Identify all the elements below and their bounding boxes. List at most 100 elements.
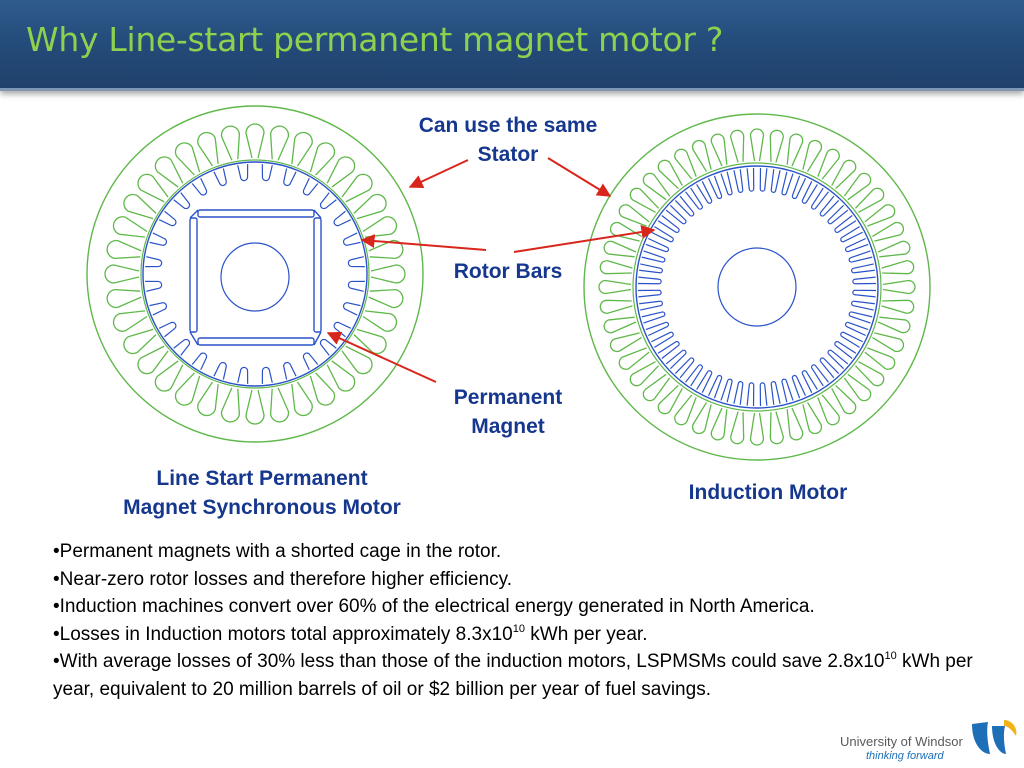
im-rotor-bar	[851, 263, 875, 274]
lspm-stator-slot	[154, 156, 184, 188]
im-stator-slot	[882, 279, 916, 295]
im-stator-slot	[854, 361, 885, 387]
lspm-stator-slot	[291, 131, 313, 167]
im-rotor-bar	[696, 370, 713, 393]
im-stator-slot	[642, 373, 671, 402]
im-rotor-bar	[639, 300, 663, 311]
im-stator-slot	[749, 412, 765, 446]
im-stator-slot	[802, 402, 823, 435]
induction-motor	[583, 113, 931, 461]
lspm-stator-slot	[106, 239, 142, 260]
lspm-stator-slot	[368, 288, 404, 309]
lspm-rotor-bar	[302, 352, 319, 371]
lspm-rotor-bar	[213, 361, 227, 380]
arrow-magnet	[326, 331, 437, 383]
im-rotor-bar	[840, 331, 863, 348]
im-rotor-bar	[639, 263, 663, 274]
lspm-stator-slot	[341, 345, 373, 375]
lspm-stator-slot	[291, 381, 313, 417]
im-stator-slot	[881, 260, 915, 275]
im-rotor-bar	[811, 187, 829, 210]
im-stator-slot	[786, 407, 804, 441]
im-stator-slot	[642, 172, 671, 201]
im-rotor-bar	[657, 341, 680, 359]
im-rotor-bar	[720, 378, 733, 403]
lspm-rotor-bar	[145, 256, 163, 268]
lspm-stator-slot	[362, 216, 398, 238]
lspm-stator-slot	[269, 387, 290, 423]
im-rotor-bar	[848, 250, 873, 263]
lspm-motor	[86, 105, 424, 443]
lspm-stator-slot	[245, 123, 265, 159]
label-same-stator-line2: Stator	[477, 143, 539, 166]
im-rotor-bar	[770, 169, 781, 193]
im-stator-slot	[691, 139, 712, 172]
lspm-stator-slot	[197, 381, 219, 417]
lspm-rotor-bar	[283, 168, 297, 187]
lspm-rotor-bar	[342, 302, 361, 316]
im-rotor-bar	[848, 311, 873, 324]
im-rotor-bar	[852, 276, 876, 285]
lspm-rotor-bar	[173, 338, 191, 356]
annotation-arrows	[326, 157, 656, 383]
lspm-rotor-bars	[145, 164, 365, 384]
lspm-stator-slot	[341, 173, 373, 203]
arrow-rotor-bars-left	[360, 234, 487, 251]
im-rotor-bar	[665, 204, 687, 225]
lspm-stator-slot	[220, 125, 241, 161]
lspm-rotor-bar	[342, 232, 361, 246]
im-stator-slot	[629, 361, 660, 387]
logo-mark-icon	[972, 720, 1017, 754]
lspm-stator-slot	[353, 193, 387, 220]
im-stator-slot	[843, 172, 872, 201]
im-stator-slot	[831, 159, 857, 190]
bullet-item: •Permanent magnets with a shorted cage i…	[53, 541, 502, 562]
lspm-stator-slot	[197, 131, 219, 167]
im-rotor-bar	[645, 237, 670, 253]
im-rotor-bar	[638, 276, 662, 285]
im-stator-slot	[802, 139, 823, 172]
lspm-stator-slot	[174, 372, 201, 406]
im-stator-slot	[730, 129, 745, 163]
im-stator-outer	[583, 113, 931, 461]
im-rotor-bar	[801, 181, 818, 204]
lspm-rotor-bar	[333, 321, 352, 338]
lspm-stator-slot	[174, 142, 201, 176]
im-rotor-bar	[746, 168, 755, 192]
im-rotor-bar	[844, 237, 869, 253]
lspm-stator-slot	[112, 310, 148, 332]
lspm-stator-slots	[104, 123, 406, 425]
im-rotor-bar	[851, 300, 875, 311]
im-rotor-bar	[707, 374, 723, 399]
lspm-stator-slot	[123, 328, 157, 355]
lspm-rotor-bar	[302, 177, 319, 196]
label-permanent-magnet-line1: Permanent	[453, 386, 563, 409]
im-stator-slot	[603, 240, 637, 258]
im-stator-slot	[674, 394, 697, 426]
im-stator-slot	[609, 221, 642, 242]
bullet-text: •Losses in Induction motors total approx…	[53, 623, 513, 645]
lspm-magnets	[189, 209, 322, 346]
im-rotor-bar	[674, 195, 695, 217]
im-stator-slot	[872, 221, 905, 242]
im-stator-slot	[710, 133, 728, 167]
im-stator-slot	[843, 373, 872, 402]
lspm-rotor-bar	[261, 366, 273, 384]
im-rotor-bar	[770, 381, 781, 405]
im-rotor-bar	[852, 289, 876, 298]
im-stator-slot	[598, 279, 632, 295]
im-rotor-bar	[720, 171, 733, 196]
im-rotor-bar	[781, 378, 794, 403]
lspm-stator-slot	[362, 310, 398, 332]
im-rotor-bar	[811, 364, 829, 387]
lspm-rotor-bar	[347, 280, 365, 292]
logo-name: University of Windsor	[840, 734, 963, 749]
im-stator-slot	[609, 332, 642, 353]
lspm-stator-slot	[326, 156, 356, 188]
im-rotor-bar	[645, 321, 670, 337]
bullet-text: kWh per year.	[524, 623, 648, 645]
im-stator-slot	[691, 402, 712, 435]
lspm-stator-slot	[137, 173, 169, 203]
im-stator-bore	[632, 162, 882, 412]
